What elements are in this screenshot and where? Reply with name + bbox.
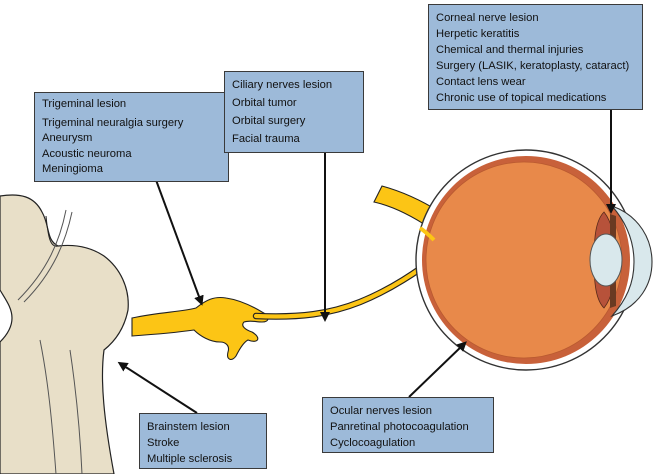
ciliary-box-title: Ciliary nerves lesion — [232, 79, 333, 91]
brainstem-illustration — [0, 194, 129, 474]
brainstem-box-item: Stroke — [147, 437, 180, 449]
corneal-box-item: Surgery (LASIK, keratoplasty, cataract) — [436, 60, 630, 72]
corneal-nerve-lesion-box: Corneal nerve lesion Herpetic keratitis … — [428, 4, 643, 110]
brainstem-lesion-box: Brainstem lesion Stroke Multiple scleros… — [139, 413, 267, 469]
corneal-box-item: Chemical and thermal injuries — [436, 44, 584, 56]
arrow-ocular — [408, 341, 467, 398]
trigeminal-box-item: Meningioma — [42, 163, 103, 175]
trigeminal-box-item: Acoustic neuroma — [42, 147, 132, 160]
corneal-box-item: Chronic use of topical medications — [436, 92, 607, 104]
ciliary-box-item: Facial trauma — [232, 133, 300, 145]
ciliary-box-item: Orbital surgery — [232, 115, 306, 127]
trigeminal-box-title: Trigeminal lesion — [42, 98, 127, 110]
corneal-box-item: Contact lens wear — [436, 76, 526, 88]
ciliary-box-item: Orbital tumor — [232, 97, 297, 109]
arrow-brainstem — [117, 361, 198, 414]
arrow-trigeminal — [155, 179, 204, 306]
connector-arrows — [117, 110, 616, 414]
corneal-box-title: Corneal nerve lesion — [436, 12, 539, 24]
corneal-box-item: Herpetic keratitis — [436, 28, 520, 40]
ocular-box-item: Panretinal photocoagulation — [330, 421, 469, 433]
brainstem-box-item: Multiple sclerosis — [147, 453, 233, 465]
trigeminal-box-item: Trigeminal neuralgia surgery — [42, 116, 184, 129]
eye-illustration — [373, 149, 653, 371]
brainstem-box-title: Brainstem lesion — [147, 421, 230, 433]
ocular-nerves-lesion-box: Ocular nerves lesion Panretinal photocoa… — [322, 397, 494, 453]
trigeminal-lesion-box: Trigeminal lesion Trigeminal neuralgia s… — [34, 92, 229, 182]
ocular-box-title: Ocular nerves lesion — [330, 405, 432, 417]
trigeminal-nerve — [131, 254, 438, 361]
ocular-box-item: Cyclocoagulation — [330, 437, 416, 449]
ciliary-nerves-lesion-box: Ciliary nerves lesion Orbital tumor Orbi… — [224, 71, 364, 153]
trigeminal-box-item: Aneurysm — [42, 132, 93, 144]
